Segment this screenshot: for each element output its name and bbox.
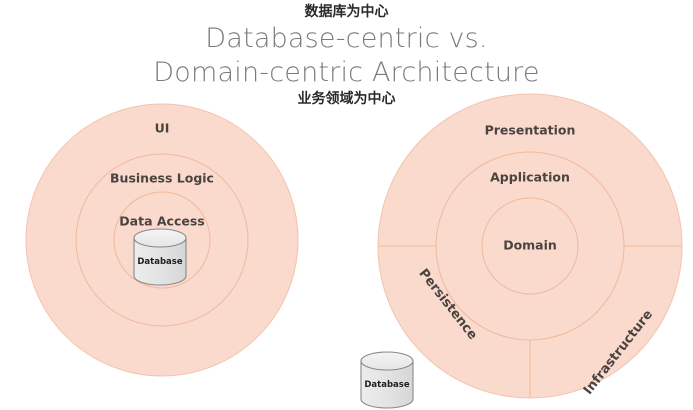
right-diagram-group — [377, 93, 683, 399]
ring-domain — [481, 197, 579, 295]
database-cylinder-left — [133, 228, 187, 286]
database-cylinder-bottom — [360, 351, 414, 409]
